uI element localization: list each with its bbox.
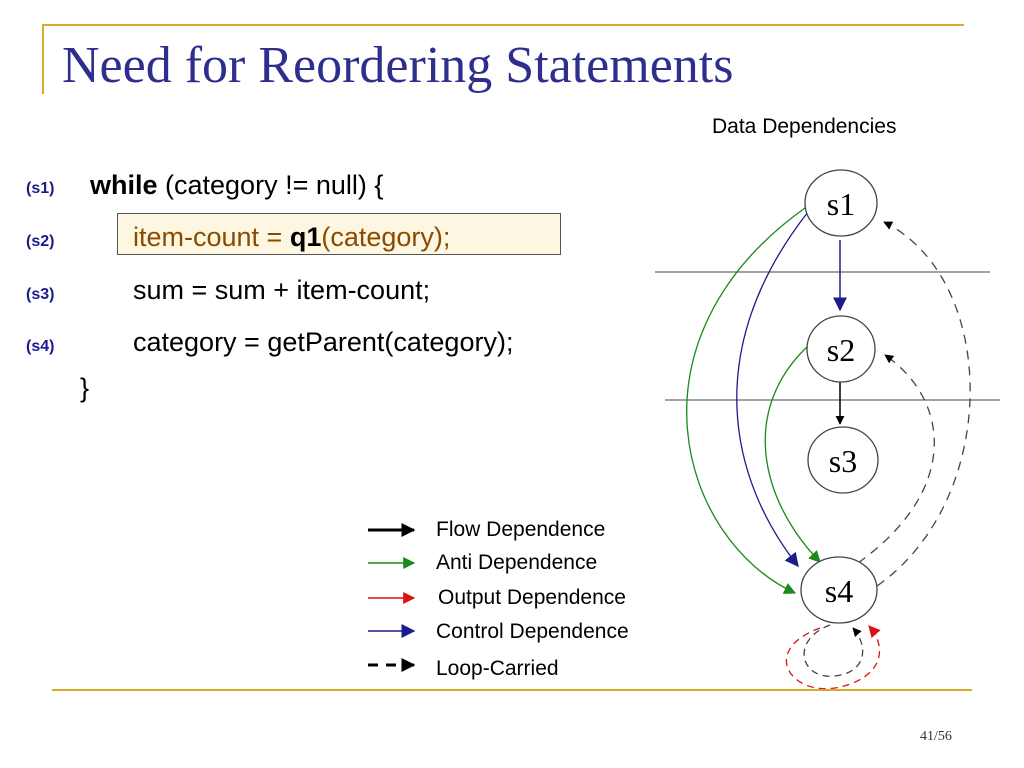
edge-anti-s2-s4	[764, 345, 821, 563]
title-accent-line	[42, 24, 964, 26]
page-number: 41/56	[920, 729, 952, 744]
legend-flow: Flow Dependence	[436, 518, 606, 541]
code-line-s1: while (category != null) {	[90, 172, 383, 199]
node-s2-label: s2	[827, 332, 855, 368]
while-condition: (category != null) {	[157, 170, 384, 200]
stmt-label-s3: (s3)	[26, 286, 55, 303]
node-s2: s2	[806, 315, 876, 383]
node-s3-label: s3	[829, 443, 857, 479]
page-title: Need for Reordering Statements	[62, 37, 734, 94]
legend-loop: Loop-Carried	[436, 657, 559, 680]
footer-line	[52, 689, 972, 691]
node-s1: s1	[804, 169, 878, 237]
while-keyword: while	[90, 170, 158, 200]
legend-anti: Anti Dependence	[436, 551, 598, 574]
s2-assignment: item-count =	[133, 222, 290, 252]
code-line-s2: item-count = q1(category);	[133, 224, 450, 251]
stmt-label-s2: (s2)	[26, 233, 55, 250]
title-accent-bar	[42, 24, 44, 94]
closing-brace: }	[80, 373, 90, 403]
stmt-label-s1: (s1)	[26, 180, 55, 197]
node-s1-label: s1	[827, 186, 855, 222]
code-line-s4: category = getParent(category);	[133, 327, 514, 357]
diagram-caption: Data Dependencies	[712, 115, 897, 138]
edge-loop-s4-s1	[876, 221, 971, 587]
node-s4-label: s4	[825, 573, 853, 609]
edge-control-s1-s4	[736, 211, 809, 568]
legend-control: Control Dependence	[436, 620, 629, 643]
node-s4: s4	[800, 556, 878, 624]
code-line-s3: sum = sum + item-count;	[133, 275, 431, 305]
legend-output: Output Dependence	[438, 586, 626, 609]
edge-output-s4-self	[785, 625, 881, 690]
edge-loop-s4-self	[803, 624, 864, 677]
stmt-label-s4: (s4)	[26, 338, 55, 355]
node-s3: s3	[807, 426, 879, 494]
q1-call: q1	[289, 222, 322, 252]
edge-anti-s1-s4	[686, 207, 806, 594]
highlight-box	[117, 213, 561, 255]
s2-args: (category);	[321, 222, 451, 252]
